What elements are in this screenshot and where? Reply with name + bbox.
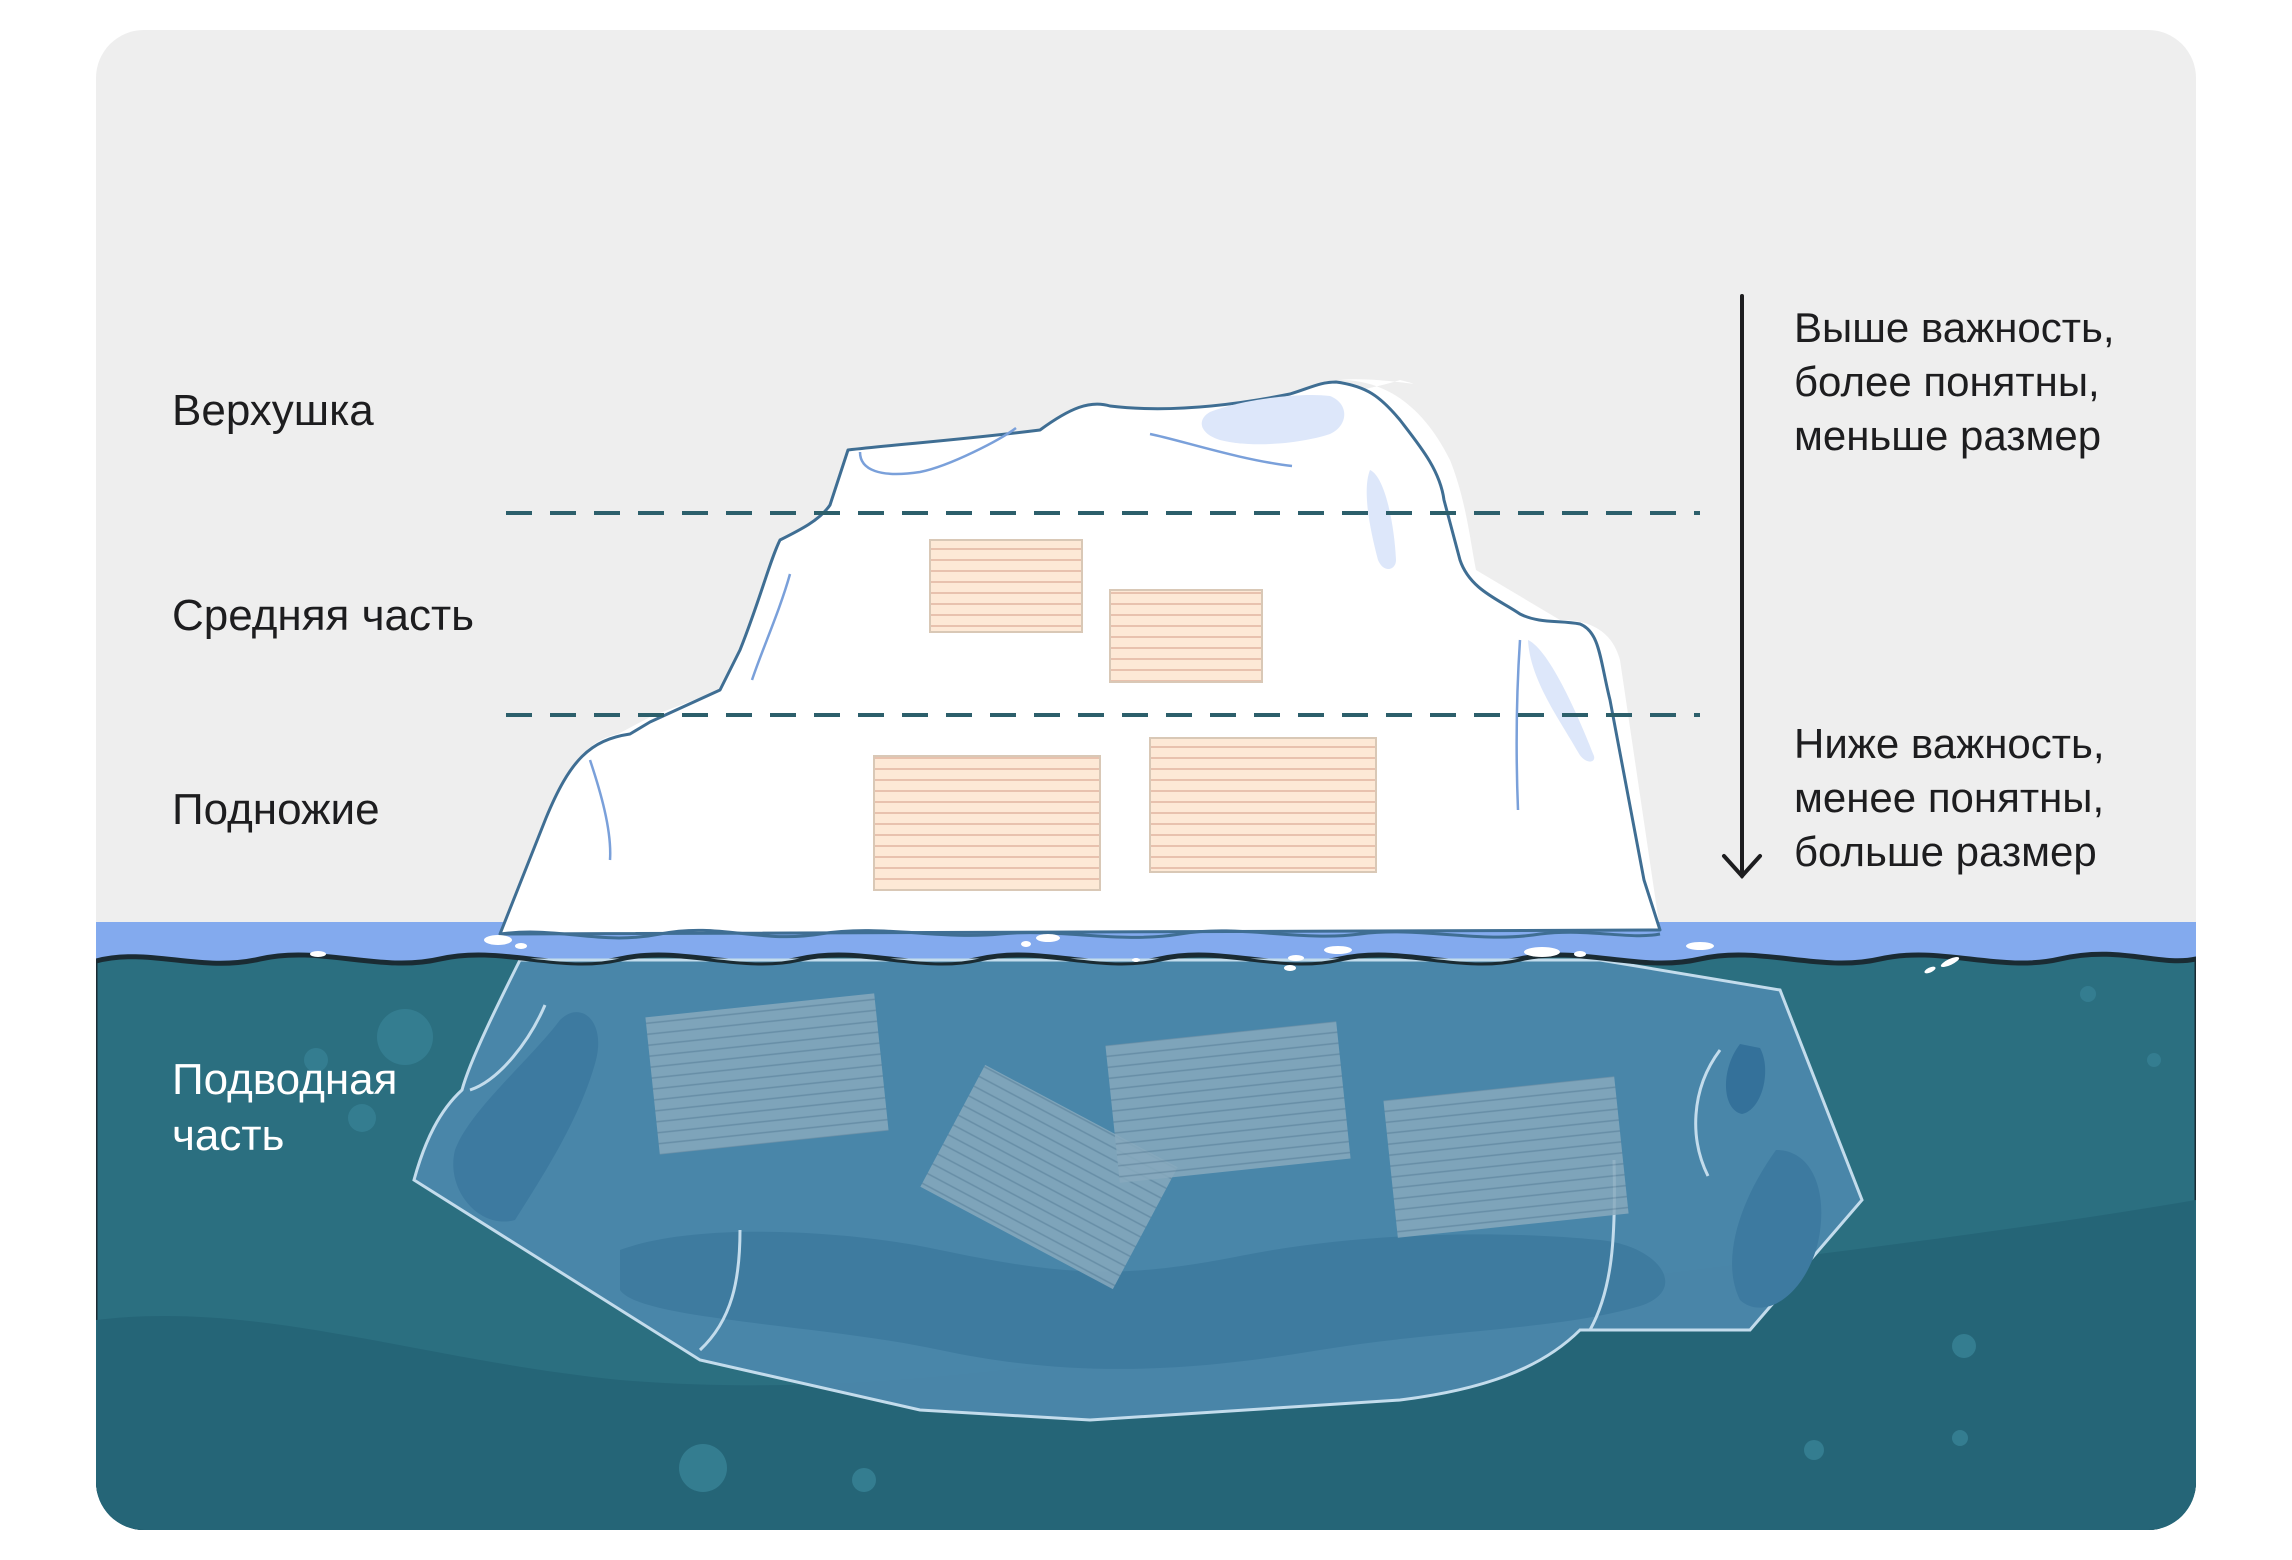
index-card-icon — [873, 755, 1101, 891]
foam — [310, 934, 1960, 974]
arrow-top-line2: более понятны, — [1794, 358, 2100, 405]
index-card-icon — [1105, 1021, 1351, 1183]
arrow-top-line3: меньше размер — [1794, 412, 2101, 459]
label-underwater-line1: Подводная — [172, 1055, 397, 1104]
arrow-top-line1: Выше важность, — [1794, 304, 2115, 351]
arrow-down-icon — [1722, 294, 1762, 879]
arrow-bottom-line3: больше размер — [1794, 828, 2097, 875]
index-card-icon — [1149, 737, 1377, 873]
index-card-icon — [645, 993, 889, 1155]
arrow-bottom-line1: Ниже важность, — [1794, 720, 2105, 767]
waterline — [96, 953, 2196, 966]
label-middle: Средняя часть — [172, 591, 474, 640]
index-card-icon — [1383, 1076, 1629, 1238]
index-card-icon — [1109, 589, 1263, 683]
label-base: Подножие — [172, 785, 380, 834]
label-top: Верхушка — [172, 386, 374, 435]
underwater-cards — [645, 993, 1629, 1290]
index-card-icon — [920, 1064, 1178, 1290]
bubbles — [304, 986, 2161, 1492]
iceberg-cards — [873, 539, 1377, 891]
index-card-icon — [929, 539, 1083, 633]
arrow-bottom-line2: менее понятны, — [1794, 774, 2104, 821]
frame: Верхушка Средняя часть Подножие Подводна… — [96, 30, 2196, 1530]
iceberg-waterline — [499, 928, 1661, 940]
label-underwater-line2: часть — [172, 1111, 284, 1160]
